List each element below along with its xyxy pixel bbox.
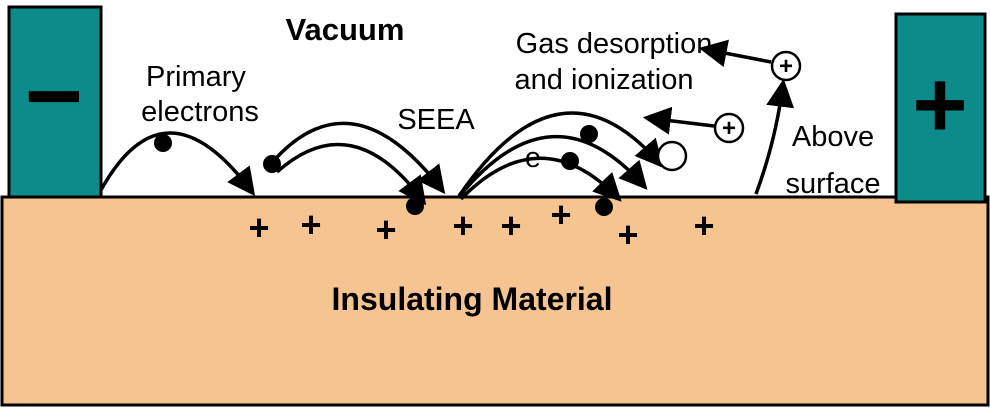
avalanche-arc-inner — [459, 156, 622, 202]
electron-dot — [406, 197, 424, 215]
avalanche-arc-middle — [457, 135, 648, 199]
surface-charge-plus: + — [500, 205, 521, 246]
gas-molecule-circle — [656, 140, 688, 172]
avalanche-arc-outer — [457, 111, 664, 197]
surface-charge-plus: + — [452, 205, 473, 246]
electron-label: e — [525, 142, 541, 174]
right-electrode-plus-symbol: + — [912, 52, 967, 158]
right-electrode — [894, 12, 987, 204]
above-surface-arrow — [754, 78, 795, 195]
electron-dot — [263, 155, 281, 173]
surface-charge-plus: + — [550, 194, 571, 235]
primary-electron-arc — [99, 131, 256, 197]
ion-arrow-middle — [642, 106, 715, 135]
ion-circle — [713, 112, 745, 144]
surface-charge-plus: + — [300, 204, 321, 245]
left-electrode — [7, 5, 103, 199]
ion-circle — [770, 50, 802, 82]
ion-arrow-top — [698, 39, 772, 68]
electron-dot — [561, 152, 579, 170]
surface-charge-plus: + — [617, 214, 638, 255]
gas-desorption-label-line1: Gas desorption — [516, 28, 713, 60]
seea-arc-inner — [275, 142, 427, 206]
above-surface-label-line2: surface — [785, 168, 880, 200]
insulating-material-region — [0, 195, 990, 407]
seea-label: SEEA — [397, 104, 475, 136]
ion-plus-symbol: + — [779, 53, 793, 80]
electron-dot — [595, 198, 613, 216]
left-electrode-minus-symbol: − — [25, 40, 83, 152]
surface-charge-plus: + — [375, 209, 396, 250]
primary-electrons-label-line1: Primary — [146, 61, 246, 93]
surface-charge-plus: + — [248, 207, 269, 248]
surface-charge-plus: + — [693, 205, 714, 246]
insulating-material-label: Insulating Material — [332, 281, 613, 317]
seea-arc-outer — [267, 121, 446, 195]
vacuum-label: Vacuum — [286, 12, 405, 47]
electron-dot — [154, 134, 172, 152]
electron-dot — [580, 125, 598, 143]
primary-electrons-label-line2: electrons — [141, 96, 259, 128]
above-surface-label-line1: Above — [792, 121, 874, 153]
ion-plus-symbol: + — [722, 115, 736, 142]
gas-desorption-label-line2: and ionization — [515, 64, 694, 96]
